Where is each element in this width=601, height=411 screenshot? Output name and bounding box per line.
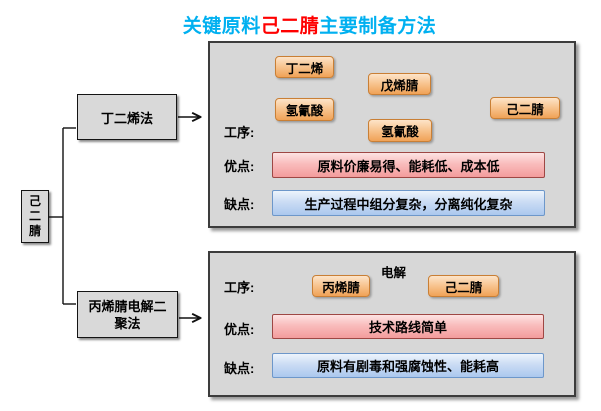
node-method-electrolytic: 丙烯腈电解二聚法	[77, 291, 178, 338]
node-pentenenitrile: 戊烯腈	[368, 73, 431, 95]
panel1-pros-label: 优点:	[224, 159, 255, 174]
node-method-butadiene: 丁二烯法	[77, 94, 177, 140]
panel-butadiene-route: 工序: 丁二烯 氢氰酸 戊烯腈 氢氰酸 己二腈 优点: 原料价廉易得、能耗低、成…	[208, 41, 576, 228]
node-adiponitrile-root-label: 己二腈	[28, 194, 41, 238]
panel1-process-label: 工序:	[224, 125, 255, 140]
node-hcn-2: 氢氰酸	[368, 119, 432, 142]
node-adiponitrile-1: 己二腈	[490, 97, 560, 119]
node-method-electrolytic-label: 丙烯腈电解二聚法	[88, 298, 167, 331]
panel2-cons-label: 缺点:	[224, 361, 255, 376]
page-title: 关键原料己二腈主要制备方法	[9, 11, 601, 38]
title-part-3: 主要制备方法	[319, 16, 437, 37]
node-butadiene: 丁二烯	[275, 56, 334, 78]
electrolysis-arrow-label: 电解	[381, 266, 407, 280]
panel2-cons-bar: 原料有剧毒和强腐蚀性、能耗高	[272, 353, 544, 378]
panel2-pros-bar: 技术路线简单	[272, 314, 544, 339]
panel1-cons-bar: 生产过程中组分复杂，分离纯化复杂	[272, 190, 545, 216]
panel1-pros-bar: 原料价廉易得、能耗低、成本低	[272, 152, 545, 178]
panel-electrolytic-route: 工序: 丙烯腈 电解 己二腈 优点: 技术路线简单 缺点: 原料有剧毒和强腐蚀性…	[208, 251, 576, 397]
panel2-pros-label: 优点:	[224, 322, 255, 337]
node-adiponitrile-2: 己二腈	[428, 275, 499, 297]
title-part-2: 己二腈	[260, 16, 320, 37]
title-part-1: 关键原料	[182, 16, 261, 37]
panel2-process-label: 工序:	[224, 280, 255, 295]
panel1-cons-label: 缺点:	[224, 197, 255, 212]
node-hcn-1: 氢氰酸	[275, 98, 334, 121]
node-adiponitrile-root: 己二腈	[21, 190, 49, 243]
node-method-butadiene-label: 丁二烯法	[100, 110, 153, 126]
node-acrylonitrile: 丙烯腈	[312, 275, 370, 297]
